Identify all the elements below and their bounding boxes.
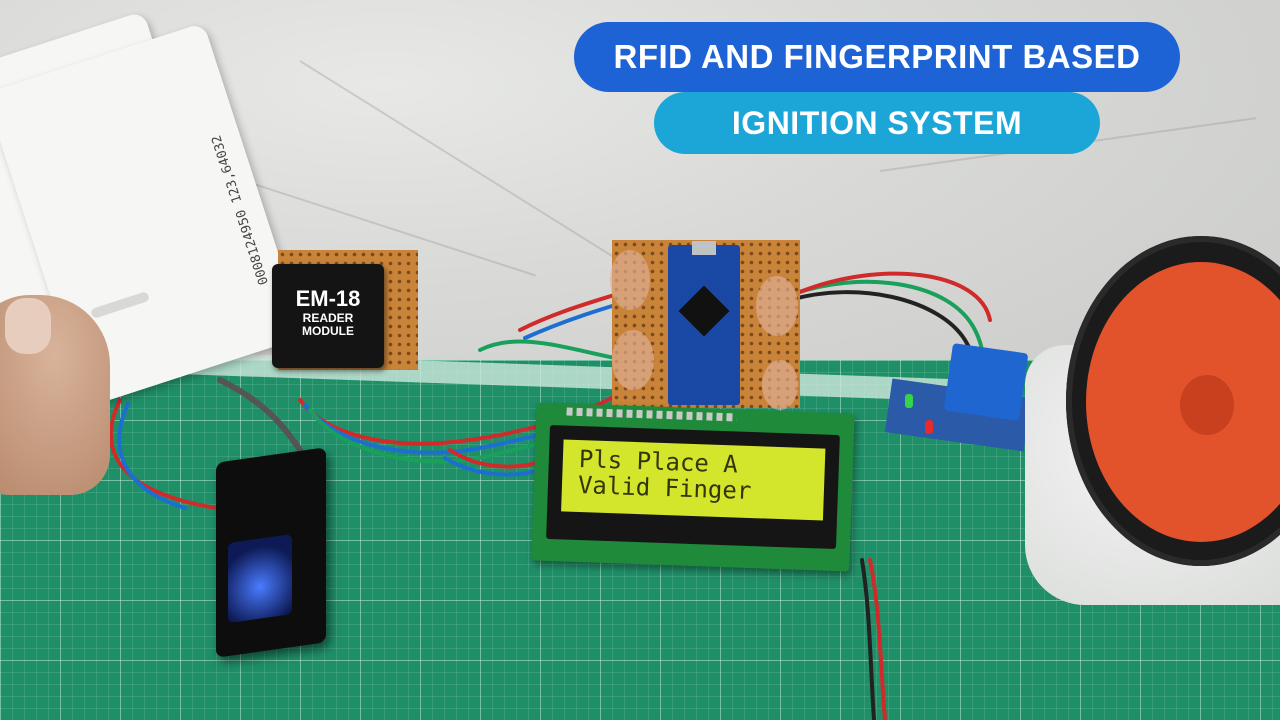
wheel-hub-center — [1180, 375, 1234, 435]
fingerprint-sensor — [216, 447, 326, 658]
hot-glue — [762, 360, 798, 410]
microcontroller-chip — [678, 285, 730, 337]
thumbnail — [5, 298, 51, 354]
em18-sub-label-2: MODULE — [302, 324, 354, 338]
arduino-nano-board — [668, 241, 740, 405]
hot-glue — [610, 250, 650, 310]
em18-reader-module: EM-18 READER MODULE — [272, 264, 384, 368]
lcd-header-pins — [566, 407, 737, 422]
led-green — [905, 394, 913, 408]
led-red — [925, 420, 933, 434]
hot-glue — [756, 276, 798, 336]
hot-glue — [612, 330, 654, 390]
title-line-1: RFID AND FINGERPRINT BASED — [613, 38, 1141, 75]
usb-connector — [692, 241, 716, 255]
title-line-2: IGNITION SYSTEM — [731, 104, 1023, 141]
em18-sub-label-1: READER — [302, 311, 354, 325]
relay-component — [943, 343, 1029, 421]
em18-label: EM-18 — [295, 286, 361, 311]
lcd-16x2-module: Pls Place A Valid Finger — [531, 402, 855, 572]
fingerprint-scan-window — [228, 534, 292, 624]
title-banner-line-1: RFID AND FINGERPRINT BASED — [574, 22, 1180, 92]
lcd-display: Pls Place A Valid Finger — [561, 439, 826, 521]
lcd-bezel: Pls Place A Valid Finger — [546, 424, 840, 550]
title-banner-line-2: IGNITION SYSTEM — [654, 92, 1100, 154]
